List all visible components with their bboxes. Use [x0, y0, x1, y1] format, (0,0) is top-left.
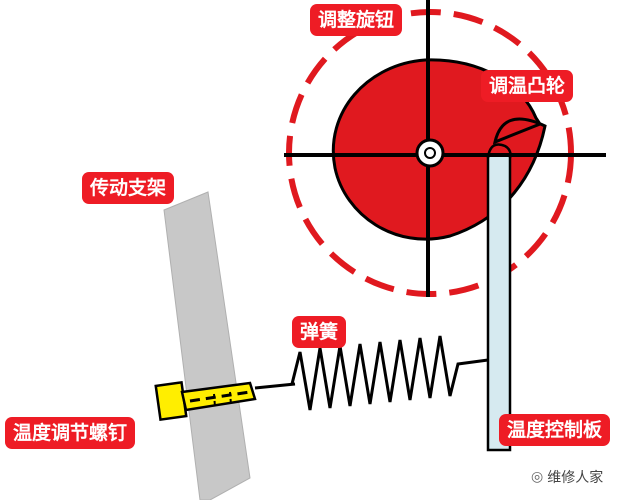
label-spring: 弹簧	[292, 316, 347, 348]
screw-head	[154, 380, 188, 422]
screw-body	[180, 381, 257, 412]
label-driving-bracket: 传动支架	[82, 172, 175, 204]
temperature-control-plate	[486, 153, 512, 452]
watermark: ◎ 维修人家	[531, 467, 603, 487]
label-adjust-knob: 调整旋钮	[310, 4, 403, 36]
spring-coil	[290, 335, 489, 411]
watermark-text: 维修人家	[547, 470, 604, 486]
screw-thread-dash	[189, 390, 251, 403]
label-temperature-plate: 温度控制板	[499, 414, 611, 446]
temperature-screw	[154, 380, 257, 422]
screw-thread-dash-vert-1	[213, 393, 216, 408]
screw-thread-dash-vert-2	[229, 391, 232, 406]
label-temperature-cam: 调温凸轮	[481, 70, 574, 102]
pivot-inner	[424, 147, 436, 159]
driving-bracket	[163, 191, 251, 501]
spring-rod	[254, 382, 296, 390]
label-temperature-screw: 温度调节螺钉	[5, 417, 136, 449]
wechat-icon: ◎	[531, 469, 544, 485]
